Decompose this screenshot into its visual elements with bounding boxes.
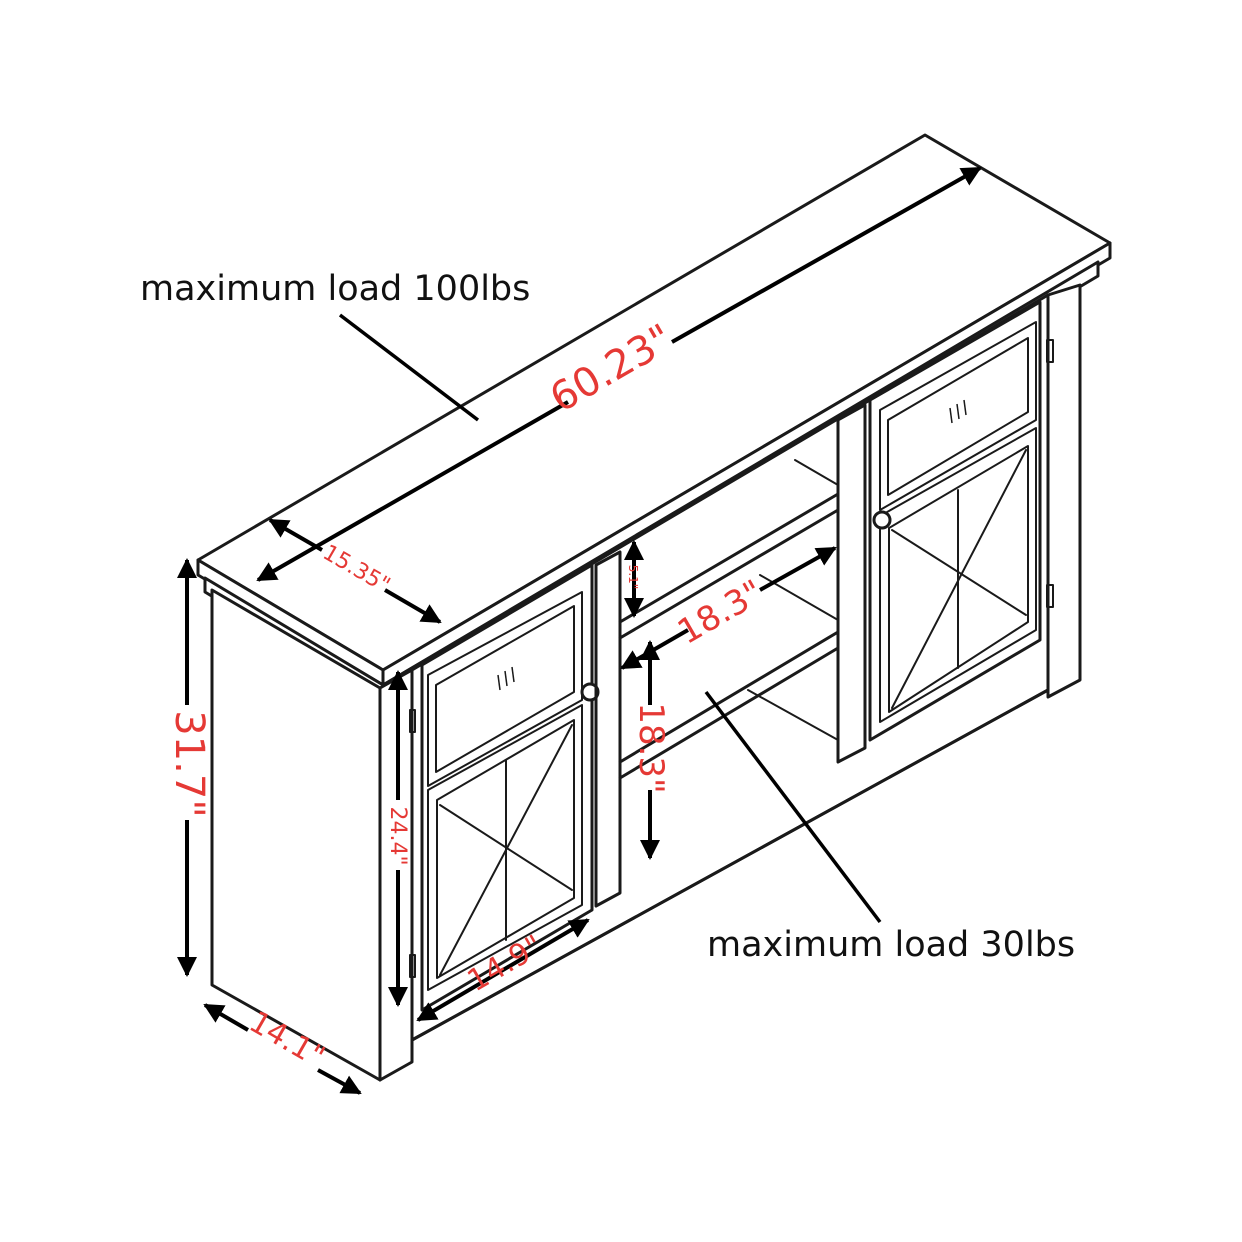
cabinet-drawing xyxy=(196,133,1112,1082)
right-leg xyxy=(1046,283,1082,699)
left-door-glass-inner xyxy=(436,719,575,979)
top-depth-line-b xyxy=(383,588,442,624)
left-door-knob xyxy=(580,682,600,702)
width-dimension-line-left xyxy=(256,400,569,582)
upper-shelf xyxy=(618,492,840,640)
right-door-glass-panel xyxy=(879,427,1037,723)
right-door-top-panel-inner xyxy=(887,337,1029,496)
shelf-load-annotation: maximum load 30lbs xyxy=(707,925,1075,965)
left-lower-hinge xyxy=(409,954,416,978)
middle-shelf xyxy=(618,630,840,780)
left-door-vent xyxy=(497,666,515,691)
shelf-height-label: 18.3" xyxy=(631,702,671,793)
top-load-annotation: maximum load 100lbs xyxy=(140,269,530,309)
right-lower-hinge xyxy=(1046,584,1054,608)
right-door-knob xyxy=(872,510,892,530)
right-door-top-panel xyxy=(879,321,1037,511)
top-depth-line-a xyxy=(268,518,323,552)
left-door-top-panel xyxy=(427,591,583,787)
top-compartment-back xyxy=(794,459,839,486)
left-upper-hinge xyxy=(409,709,416,733)
door-width-line xyxy=(416,918,590,1022)
center-left-stile xyxy=(594,550,622,908)
right-door-glass-inner xyxy=(888,445,1029,713)
shelf-load-leader xyxy=(704,690,882,924)
side-depth-line-b xyxy=(317,1068,362,1095)
right-upper-hinge xyxy=(1046,339,1054,363)
dimension-lines xyxy=(177,166,982,1095)
shelf-width-line-right xyxy=(759,546,837,592)
shelf-back-line-2 xyxy=(747,689,839,741)
small-gap-label: 5.1" xyxy=(626,565,640,590)
side-depth-line-a xyxy=(203,1003,250,1032)
overall-height-label: 31.7" xyxy=(166,710,212,817)
width-dimension-line-right xyxy=(671,166,982,344)
right-door-vent xyxy=(949,399,967,424)
right-door-frame xyxy=(868,300,1042,742)
left-door-frame xyxy=(420,563,594,1012)
left-door-top-panel-inner xyxy=(435,605,575,773)
top-load-leader xyxy=(338,313,480,422)
door-height-label: 24.4" xyxy=(385,806,410,865)
